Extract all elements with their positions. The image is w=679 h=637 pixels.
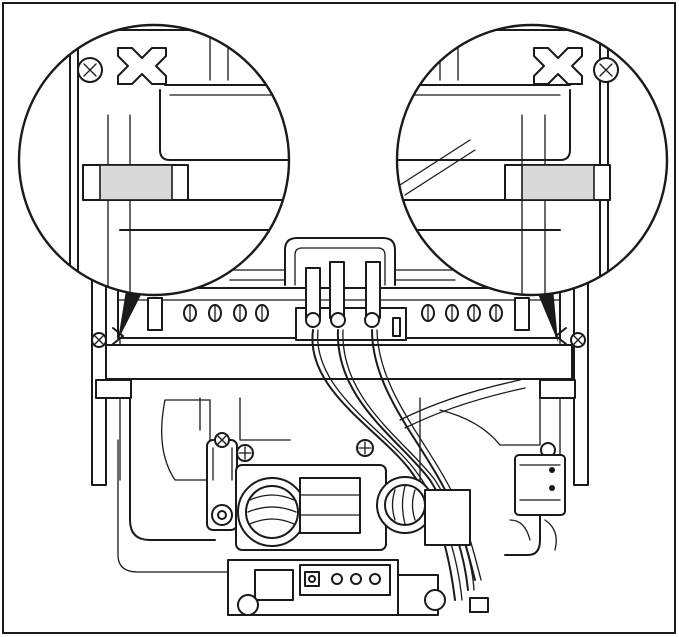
ignition-wires: [311, 329, 526, 601]
manifold-slots: [147, 297, 530, 331]
wire-duct-outer: [284, 237, 396, 286]
magnifier-circle-left: [17, 23, 291, 297]
left-bracket: [95, 379, 132, 399]
electrode-block: [295, 261, 407, 341]
magnifier-circle-right: [395, 23, 669, 297]
left-pipe-frame: [129, 397, 216, 541]
wire-duct-inner: [294, 247, 386, 286]
terminal-block: [227, 559, 489, 616]
right-housing-wall: [573, 217, 589, 486]
burner-assembly: [91, 217, 589, 616]
main-valve-body: [235, 464, 471, 551]
right-solenoid: [504, 454, 566, 556]
left-gas-pipe: [117, 439, 231, 573]
duct-rails: [229, 269, 456, 281]
right-chamber: [439, 397, 541, 446]
gas-valve-left: [206, 432, 238, 531]
right-bracket: [539, 379, 576, 399]
burner-jets: [183, 304, 503, 322]
left-chamber-shadow: [161, 399, 211, 481]
